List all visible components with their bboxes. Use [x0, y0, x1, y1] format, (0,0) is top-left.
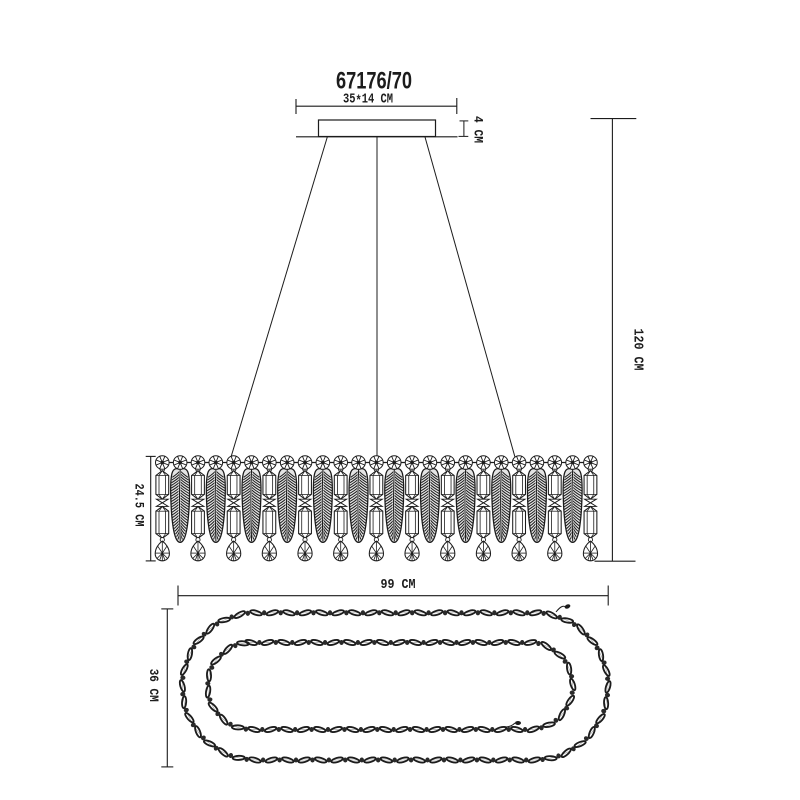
svg-text:67176/70: 67176/70: [336, 68, 412, 95]
svg-text:99 CM: 99 CM: [381, 578, 416, 593]
svg-text:4 CM: 4 CM: [470, 116, 485, 143]
svg-text:36 CM: 36 CM: [146, 669, 160, 702]
svg-text:24.5 CM: 24.5 CM: [132, 484, 146, 527]
svg-text:120 CM: 120 CM: [629, 329, 644, 371]
svg-text:35*14 CM: 35*14 CM: [343, 92, 393, 110]
